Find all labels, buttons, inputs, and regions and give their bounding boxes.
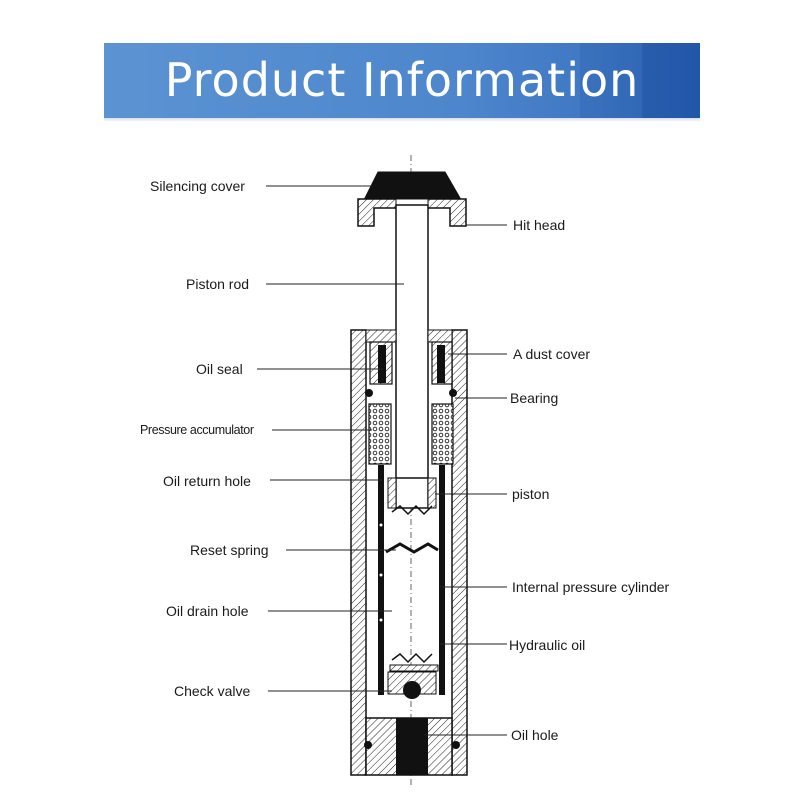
accumulator-right (431, 403, 454, 465)
inner-cylinder-left (378, 465, 384, 695)
piston-ring-right (427, 477, 437, 509)
label-dust-cover: A dust cover (513, 346, 591, 362)
drain-hole-1 (379, 523, 383, 527)
label-reset-spring: Reset spring (190, 542, 269, 558)
housing-left-wall (350, 329, 367, 776)
banner-stripe (580, 43, 642, 118)
oil-hole-shape (396, 718, 428, 775)
label-oil-hole: Oil hole (511, 727, 559, 743)
check-valve-ball (403, 681, 421, 699)
label-piston-rod: Piston rod (186, 276, 250, 292)
label-hydraulic-oil: Hydraulic oil (509, 637, 586, 653)
housing-top-cap-right (427, 329, 453, 343)
banner-shadow (104, 118, 700, 122)
reset-spring-low (391, 652, 433, 664)
reset-spring-mid (385, 542, 439, 554)
label-piston: piston (512, 486, 550, 502)
silencing-cover-shape (364, 171, 461, 199)
leader-lines (257, 185, 507, 736)
accumulator-left (368, 403, 392, 465)
bottom-ball-right (452, 741, 460, 749)
bearing-ball-right (449, 389, 457, 397)
label-check-valve: Check valve (174, 683, 251, 699)
header-banner: Product Information (104, 43, 700, 118)
drain-hole-2 (379, 573, 383, 577)
inner-cylinder-right (439, 465, 445, 695)
label-pressure-accumulator: Pressure accumulator (140, 423, 254, 437)
bearing-ball-left (365, 389, 373, 397)
label-oil-seal: Oil seal (196, 361, 243, 377)
housing-right-wall (451, 329, 468, 776)
seal-right-black (437, 345, 445, 383)
spring-seat (389, 664, 439, 672)
label-oil-return-hole: Oil return hole (163, 473, 251, 489)
page-title: Product Information (164, 53, 640, 107)
drain-hole-3 (379, 618, 383, 622)
reset-spring-top (391, 504, 433, 516)
label-silencing-cover: Silencing cover (150, 178, 245, 194)
bottom-ball-left (364, 741, 372, 749)
housing-top-cap (365, 329, 397, 343)
piston-rod-shape (395, 204, 429, 481)
label-bearing: Bearing (510, 390, 559, 406)
hit-head-shape (357, 198, 467, 227)
piston-ring-left (387, 477, 397, 509)
seal-left-black (378, 345, 386, 383)
piston-shape (395, 477, 429, 509)
banner-stripe-dark (642, 43, 700, 118)
label-hit-head: Hit head (513, 217, 566, 233)
label-internal-pressure-cylinder: Internal pressure cylinder (512, 579, 670, 595)
label-oil-drain-hole: Oil drain hole (166, 603, 249, 619)
